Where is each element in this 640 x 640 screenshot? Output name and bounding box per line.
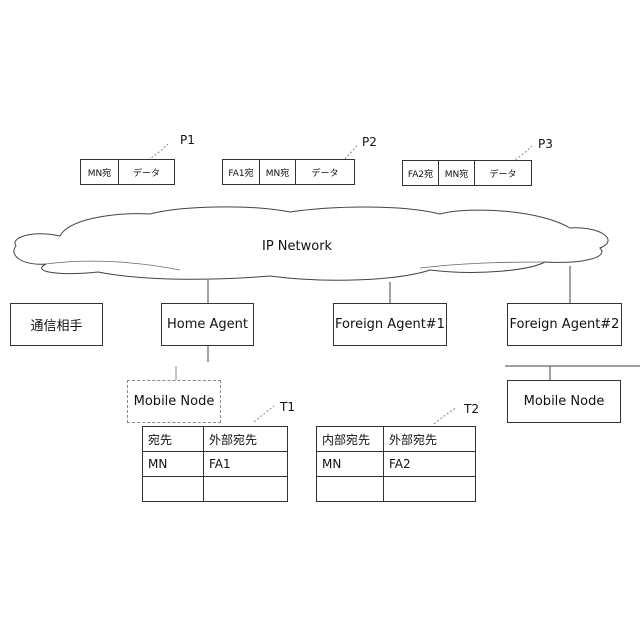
packet-p1-label: P1	[180, 133, 195, 147]
cloud-label: IP Network	[262, 239, 332, 254]
table-cell	[384, 477, 476, 502]
table-t1-label: T1	[280, 400, 295, 414]
table-header-row: 内部宛先 外部宛先	[317, 427, 476, 452]
table-cell: 宛先	[143, 427, 204, 452]
packet-p2-label: P2	[362, 135, 377, 149]
table-row	[143, 477, 288, 502]
table-cell: 外部宛先	[204, 427, 288, 452]
table-row: MN FA1	[143, 452, 288, 477]
packet-field: FA2宛	[403, 161, 439, 185]
packet-field: MN宛	[81, 160, 119, 184]
table-t2-label: T2	[464, 402, 479, 416]
packet-field: FA1宛	[223, 160, 260, 184]
table-cell: MN	[317, 452, 384, 477]
foreign-agent-2-node: Foreign Agent#2	[507, 303, 622, 346]
table-cell	[317, 477, 384, 502]
table-header-row: 宛先 外部宛先	[143, 427, 288, 452]
table-row: MN FA2	[317, 452, 476, 477]
packet-field: データ	[119, 160, 174, 184]
packet-p2: FA1宛 MN宛 データ	[222, 159, 355, 185]
packet-field: MN宛	[439, 161, 475, 185]
packet-field: MN宛	[260, 160, 296, 184]
packet-field: データ	[475, 161, 531, 185]
home-agent-node: Home Agent	[161, 303, 254, 346]
foreign-agent-1-node: Foreign Agent#1	[333, 303, 447, 346]
table-cell	[204, 477, 288, 502]
table-row	[317, 477, 476, 502]
binding-table-t2: 内部宛先 外部宛先 MN FA2	[316, 426, 476, 502]
table-cell: FA2	[384, 452, 476, 477]
packet-field: データ	[296, 160, 354, 184]
table-cell: FA1	[204, 452, 288, 477]
table-cell: 内部宛先	[317, 427, 384, 452]
packet-p3-label: P3	[538, 137, 553, 151]
table-cell: 外部宛先	[384, 427, 476, 452]
mobile-node-foreign: Mobile Node	[507, 380, 621, 423]
table-cell	[143, 477, 204, 502]
packet-p3: FA2宛 MN宛 データ	[402, 160, 532, 186]
binding-table-t1: 宛先 外部宛先 MN FA1	[142, 426, 288, 502]
correspondent-node: 通信相手	[10, 303, 103, 346]
mobile-node-home: Mobile Node	[127, 380, 221, 423]
packet-p1: MN宛 データ	[80, 159, 175, 185]
table-cell: MN	[143, 452, 204, 477]
